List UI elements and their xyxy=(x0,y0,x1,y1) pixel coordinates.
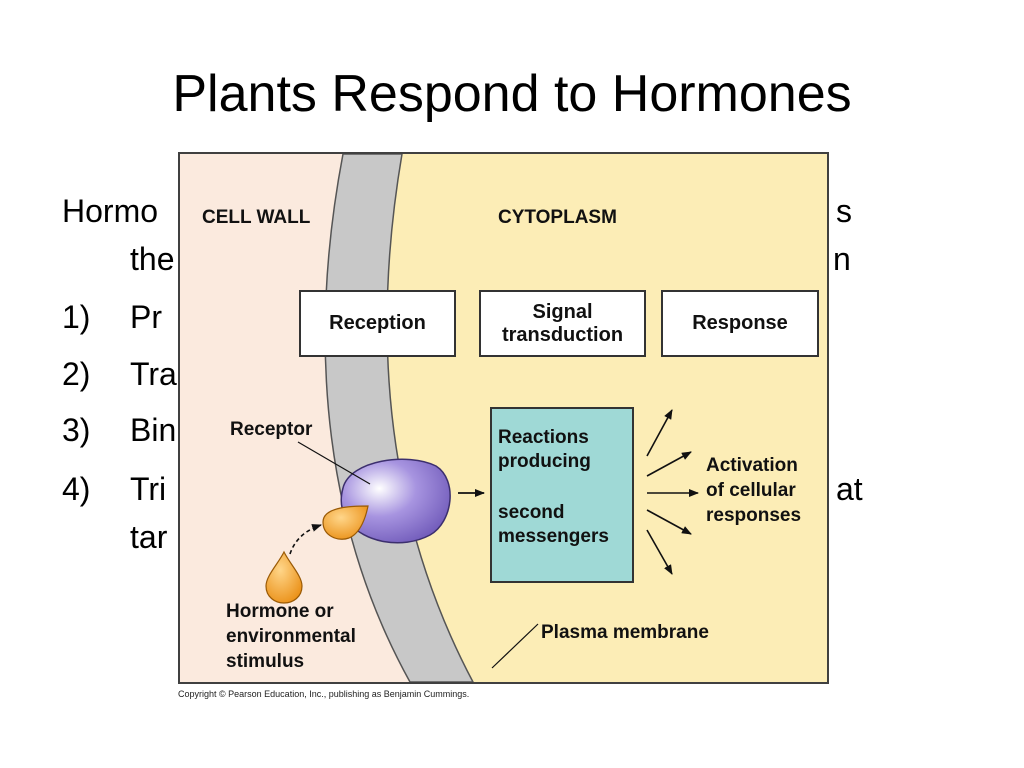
intro-text-line2-right: n xyxy=(833,241,851,277)
signal-stage-label-line1: Signal xyxy=(532,300,593,323)
signal-stage-label-line2: transduction xyxy=(501,323,624,346)
copyright-notice: Copyright © Pearson Education, Inc., pub… xyxy=(178,689,470,699)
response-arrow-1 xyxy=(646,409,673,457)
reactions-label-line4: messengers xyxy=(498,526,609,547)
hormone-binding-arrow xyxy=(289,524,322,555)
signal-transduction-diagram: CELL WALL CYTOPLASM Reception Signal tra… xyxy=(178,152,829,684)
activation-label-line1: Activation xyxy=(706,455,798,476)
cell-wall-label: CELL WALL xyxy=(202,207,311,228)
reactions-label-line3: second xyxy=(498,502,565,523)
hormone-label-line2: environmental xyxy=(226,626,356,647)
bullet-4-text-right: at xyxy=(836,471,863,507)
bullet-3-number: 3) xyxy=(62,412,91,448)
membrane-leader-line xyxy=(491,623,539,669)
bullet-4-number: 4) xyxy=(62,471,91,507)
bullet-2-text: Tra xyxy=(130,356,177,392)
hormone-label-line1: Hormone or xyxy=(226,601,334,622)
second-messenger-reactions-box xyxy=(490,407,634,583)
intro-text-line2-left: the xyxy=(130,241,175,277)
response-arrow-4 xyxy=(646,509,692,535)
bullet-3-text: Bin xyxy=(130,412,177,448)
reception-stage-label: Reception xyxy=(329,312,426,334)
response-stage-box: Response xyxy=(661,290,819,357)
response-arrow-5 xyxy=(646,529,673,575)
reactions-label-line1: Reactions xyxy=(498,427,589,448)
free-hormone xyxy=(265,550,303,604)
bullet-4-text-line2: tar xyxy=(130,519,168,555)
bound-hormone xyxy=(322,505,369,540)
intro-text-left: Hormo xyxy=(62,193,159,229)
receptor-label: Receptor xyxy=(230,419,313,440)
receptor-leader-line xyxy=(297,441,371,485)
bullet-1-text: Pr xyxy=(130,299,162,335)
response-arrow-2 xyxy=(646,451,692,477)
bullet-1-number: 1) xyxy=(62,299,91,335)
cell-wall-region xyxy=(180,154,410,682)
intro-text-right: s xyxy=(836,193,852,229)
activation-label-line3: responses xyxy=(706,505,802,526)
slide-title: Plants Respond to Hormones xyxy=(172,65,852,123)
response-stage-label: Response xyxy=(692,312,788,334)
activation-label-line2: of cellular xyxy=(706,480,796,501)
hormone-label-line3: stimulus xyxy=(226,651,305,672)
plasma-membrane-label: Plasma membrane xyxy=(541,622,709,643)
bullet-2-number: 2) xyxy=(62,356,91,392)
bullet-4-text: Tri xyxy=(130,471,167,507)
reception-stage-box: Reception xyxy=(299,290,456,357)
signal-transduction-stage-box: Signal transduction xyxy=(479,290,646,357)
reactions-label-line2: producing xyxy=(498,451,591,472)
cytoplasm-label: CYTOPLASM xyxy=(498,207,617,228)
